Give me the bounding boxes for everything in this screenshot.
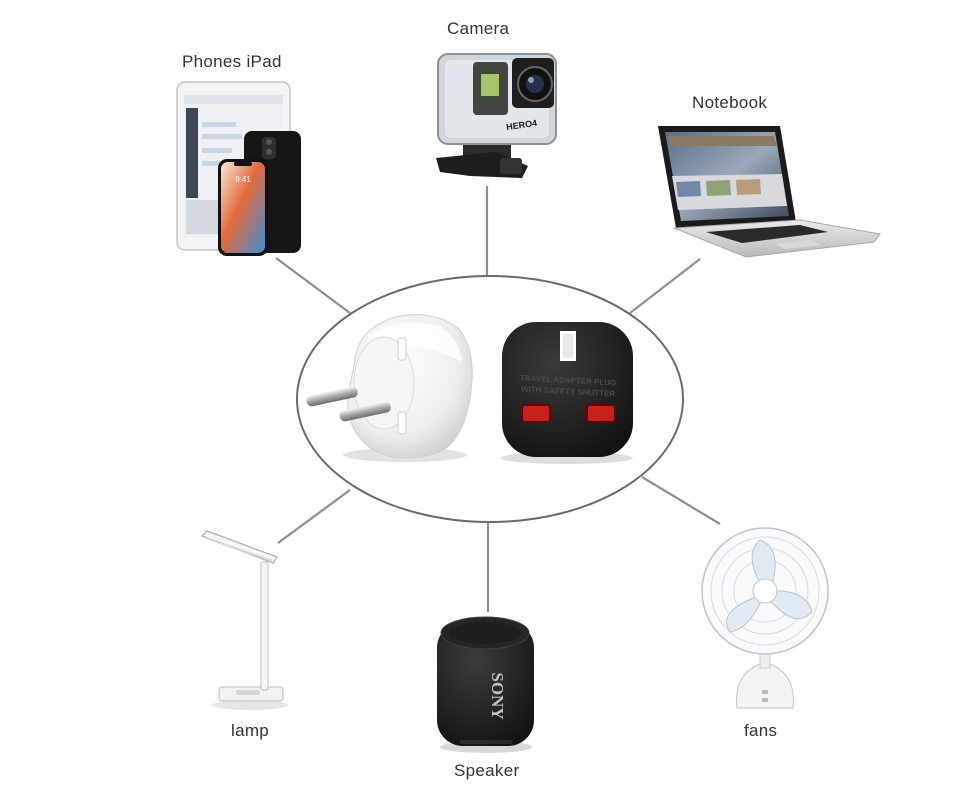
fan-blades (726, 539, 813, 633)
label-phones-ipad: Phones iPad (182, 52, 282, 71)
lamp-image (200, 530, 288, 710)
speaker-brand-text: SONY (488, 672, 507, 719)
camera-image: HERO4 (436, 53, 557, 178)
camera-model-text: HERO4 (506, 118, 538, 132)
label-notebook: Notebook (692, 93, 768, 112)
speaker-body (437, 622, 534, 746)
line-to-phones (275, 257, 351, 314)
label-lamp: lamp (231, 721, 270, 740)
lamp-stem (260, 561, 269, 691)
shutter-slot-right (586, 404, 616, 423)
phones-ipad-image: 9:41 (176, 81, 301, 256)
label-speaker: Speaker (454, 761, 520, 780)
phone-time: 9:41 (235, 175, 251, 184)
line-to-fans (641, 476, 721, 525)
plug-pin-top (306, 386, 358, 407)
fan-image (701, 527, 829, 709)
uk-socket-adapter: TRAVEL ADAPTER PLUG WITH SAFETY SHUTTER (501, 322, 633, 464)
eu-plug-adapter (306, 314, 473, 462)
speaker-image: SONY (437, 616, 534, 753)
line-to-lamp (277, 489, 351, 544)
connector-lines (275, 186, 721, 612)
notebook-image (658, 126, 881, 258)
line-to-notebook (629, 258, 701, 314)
plug-pin-bottom (339, 401, 391, 422)
label-camera: Camera (447, 19, 510, 38)
shutter-slot-left (521, 404, 551, 423)
label-fans: fans (744, 721, 778, 740)
